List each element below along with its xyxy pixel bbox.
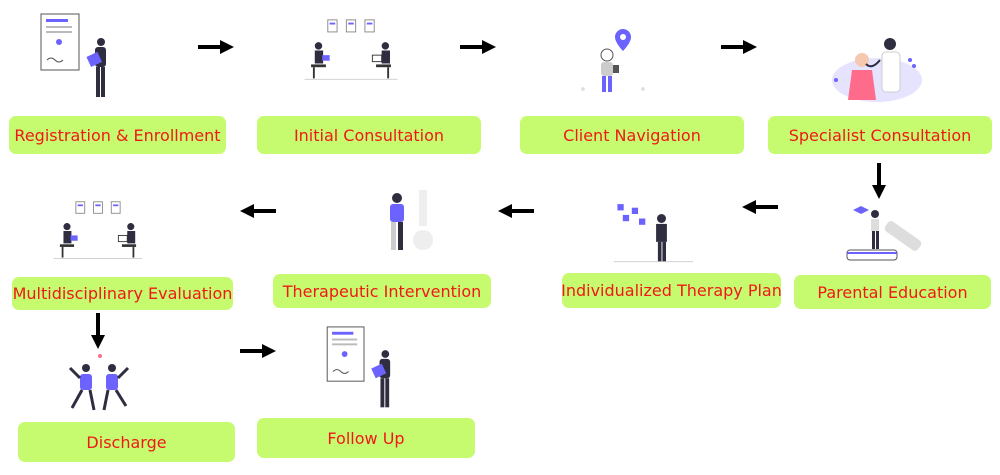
arrow-right-icon <box>460 40 496 54</box>
arrow-right-icon <box>721 40 757 54</box>
celebration-icon <box>60 352 140 417</box>
therapy-plan-icon <box>612 190 702 265</box>
intervention-icon <box>375 188 445 258</box>
step-therapeutic-intervention: Therapeutic Intervention <box>273 274 491 308</box>
document-person-icon <box>323 325 405 417</box>
step-registration-enrollment: Registration & Enrollment <box>9 116 226 154</box>
arrow-right-icon <box>240 344 276 358</box>
step-specialist-consultation: Specialist Consultation <box>768 116 992 154</box>
arrow-down-icon <box>872 163 886 199</box>
step-multidisciplinary-evaluation: Multidisciplinary Evaluation <box>12 277 233 310</box>
step-follow-up: Follow Up <box>257 418 475 458</box>
doctor-icon <box>822 30 922 105</box>
step-discharge: Discharge <box>18 422 235 462</box>
navigation-pin-icon <box>575 27 655 97</box>
step-parental-education: Parental Education <box>794 275 991 309</box>
step-initial-consultation: Initial Consultation <box>257 116 481 154</box>
arrow-left-icon <box>240 204 276 218</box>
step-client-navigation: Client Navigation <box>520 116 744 154</box>
education-books-icon <box>843 200 923 265</box>
consultation-icon <box>296 18 406 83</box>
consultation-icon <box>48 200 148 262</box>
arrow-left-icon <box>498 204 534 218</box>
arrow-left-icon <box>742 200 778 214</box>
step-individualized-therapy-plan: Individualized Therapy Plan <box>561 273 782 308</box>
arrow-down-icon <box>91 313 105 349</box>
arrow-right-icon <box>198 40 234 54</box>
document-person-icon <box>38 12 120 107</box>
